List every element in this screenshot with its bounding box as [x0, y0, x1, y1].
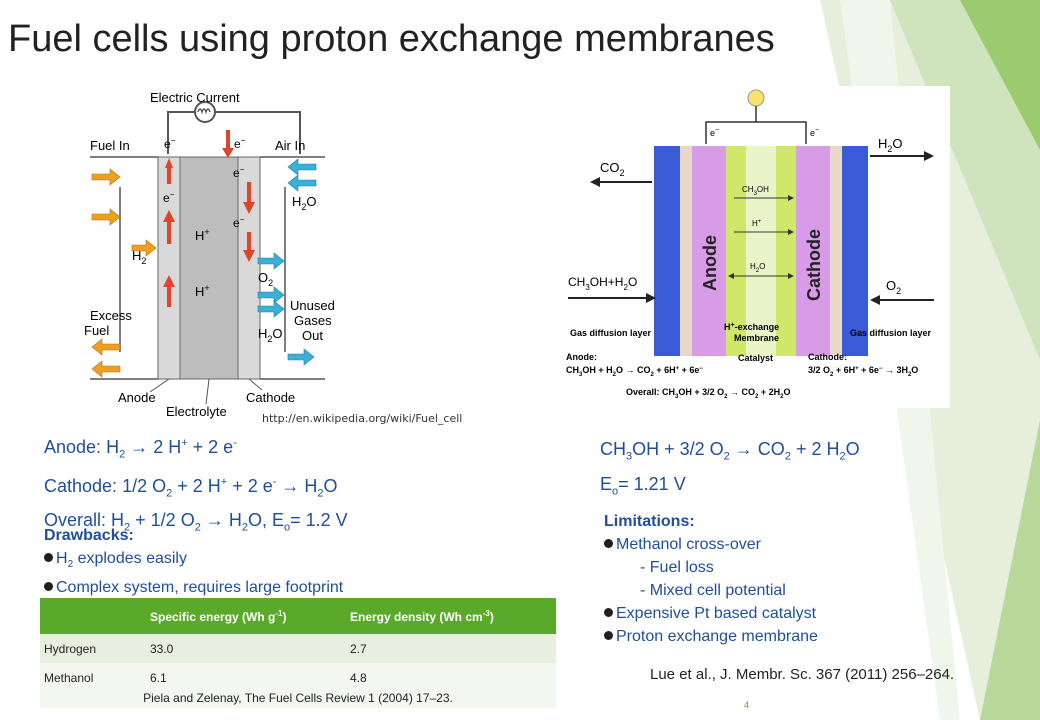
- overall-equation: Overall: H2 + 1/2 O2 → H2O, Eo= 1.2 V: [44, 510, 348, 534]
- anode-equation: Anode: H2 → 2 H+ + 2 e-: [44, 437, 237, 461]
- svg-text:e−: e−: [233, 215, 245, 230]
- anode-vertical-label: Anode: [700, 235, 720, 291]
- svg-text:H+: H+: [195, 227, 210, 243]
- cathode-vertical-label: Cathode: [804, 229, 824, 301]
- list-subitem: - Mixed cell potential: [640, 582, 786, 599]
- svg-text:e−: e−: [810, 127, 819, 138]
- anode-label: Anode: [118, 390, 156, 405]
- limitations-list: Limitations: Methanol cross-over - Fuel …: [604, 510, 818, 648]
- svg-text:H2O: H2O: [878, 136, 903, 154]
- svg-text:Out: Out: [302, 328, 323, 343]
- bullet-icon: [604, 608, 613, 617]
- svg-text:Anode:: Anode:: [566, 352, 597, 362]
- svg-text:O2: O2: [258, 270, 273, 288]
- dmfc-diagram: e− e− Anode Cathode CH3OH H+ H2O CO2 H2O…: [556, 86, 950, 408]
- svg-text:e−: e−: [233, 165, 245, 180]
- svg-text:Catalyst: Catalyst: [738, 353, 773, 363]
- electrolyte-label: Electrolyte: [166, 404, 227, 419]
- svg-text:Excess: Excess: [90, 308, 132, 323]
- bullet-icon: [604, 631, 613, 640]
- figure-source-link[interactable]: http://en.wikipedia.org/wiki/Fuel_cell: [262, 412, 463, 425]
- equations-left: Anode: H2 → 2 H+ + 2 e- Cathode: 1/2 O2 …: [44, 430, 348, 542]
- svg-text:e−: e−: [163, 190, 175, 205]
- table-header-row: Specific energy (Wh g-1) Energy density …: [40, 598, 556, 634]
- svg-text:Gas diffusion layer: Gas diffusion layer: [850, 328, 932, 338]
- cathode-label: Cathode: [246, 390, 295, 405]
- energy-comparison-table: Specific energy (Wh g-1) Energy density …: [40, 598, 556, 692]
- svg-text:Cathode:: Cathode:: [808, 352, 847, 362]
- table-row: Methanol 6.1 4.8: [40, 663, 556, 692]
- pem-fuel-cell-diagram: Electric Current Fuel In Air In e− e− e−…: [80, 82, 400, 422]
- page-title: Fuel cells using proton exchange membran…: [8, 18, 775, 60]
- electric-current-label: Electric Current: [150, 90, 240, 105]
- svg-text:Gases: Gases: [294, 313, 332, 328]
- table-header-cell: [40, 598, 146, 634]
- limitations-header: Limitations:: [604, 513, 695, 530]
- svg-text:CH3OH: CH3OH: [742, 185, 769, 197]
- list-subitem: - Fuel loss: [640, 559, 714, 576]
- methanol-potential: Eo= 1.21 V: [600, 473, 686, 498]
- list-item: Methanol cross-over: [604, 533, 818, 556]
- air-in-label: Air In: [275, 138, 305, 153]
- list-item: Complex system, requires large footprint: [44, 576, 343, 599]
- table-row: Hydrogen 33.0 2.7: [40, 634, 556, 663]
- reference-citation: Lue et al., J. Membr. Sc. 367 (2011) 256…: [650, 666, 955, 683]
- svg-text:Unused: Unused: [290, 298, 335, 313]
- svg-text:Fuel: Fuel: [84, 323, 109, 338]
- drawbacks-list: Drawbacks: H2 explodes easily Complex sy…: [44, 524, 343, 599]
- table-citation: Piela and Zelenay, The Fuel Cells Review…: [40, 688, 556, 708]
- svg-text:CH3OH+H2O: CH3OH+H2O: [568, 275, 637, 292]
- svg-text:H+: H+: [752, 219, 762, 228]
- svg-text:H+-exchange: H+-exchange: [724, 322, 779, 332]
- svg-text:H2: H2: [132, 248, 146, 266]
- svg-text:3/2 O2 + 6H+ + 6e− → 3H2O: 3/2 O2 + 6H+ + 6e− → 3H2O: [808, 365, 918, 378]
- svg-text:H2O: H2O: [292, 194, 317, 212]
- methanol-overall-equation: CH3OH + 3/2 O2 → CO2 + 2 H2O: [600, 439, 860, 463]
- bullet-icon: [44, 553, 53, 562]
- list-item: H2 explodes easily: [44, 547, 343, 576]
- svg-text:Membrane: Membrane: [734, 333, 779, 343]
- drawbacks-header: Drawbacks:: [44, 527, 134, 544]
- list-item: Expensive Pt based catalyst: [604, 602, 818, 625]
- svg-text:e−: e−: [164, 136, 176, 151]
- svg-text:CO2: CO2: [600, 160, 625, 178]
- bullet-icon: [604, 539, 613, 548]
- svg-text:O2: O2: [886, 278, 901, 296]
- svg-text:Overall: CH3OH + 3/2 O2 → CO2: Overall: CH3OH + 3/2 O2 → CO2 + 2H2O: [626, 387, 790, 400]
- table-header-cell: Specific energy (Wh g-1): [146, 598, 346, 634]
- svg-text:Gas diffusion layer: Gas diffusion layer: [570, 328, 652, 338]
- fuel-in-label: Fuel In: [90, 138, 130, 153]
- list-item: Proton exchange membrane: [604, 625, 818, 648]
- bullet-icon: [44, 582, 53, 592]
- equations-right: CH3OH + 3/2 O2 → CO2 + 2 H2O Eo= 1.21 V: [600, 436, 860, 505]
- svg-text:H+: H+: [195, 283, 210, 299]
- table-header-cell: Energy density (Wh cm-3): [346, 598, 556, 634]
- page-number: 4: [744, 700, 750, 710]
- svg-text:e−: e−: [234, 136, 246, 151]
- cathode-equation: Cathode: 1/2 O2 + 2 H+ + 2 e- → H2O: [44, 475, 338, 500]
- svg-text:H2O: H2O: [258, 326, 283, 344]
- svg-text:CH3OH + H2O → CO2 + 6H+ + 6e−: CH3OH + H2O → CO2 + 6H+ + 6e−: [566, 365, 703, 378]
- svg-text:e−: e−: [710, 127, 719, 138]
- svg-text:H2O: H2O: [750, 262, 765, 274]
